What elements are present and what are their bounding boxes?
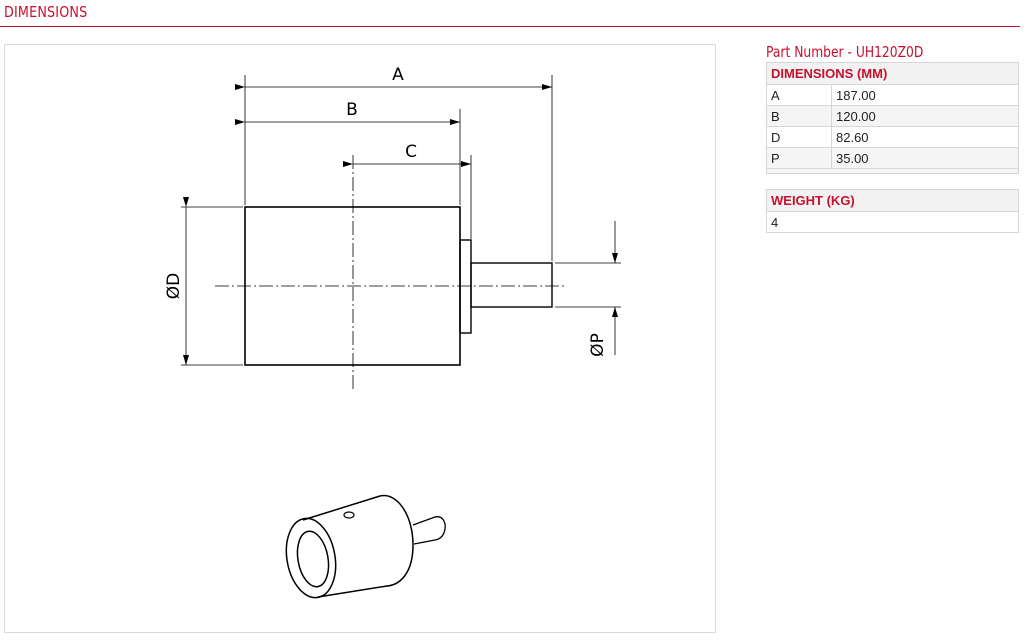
- weight-heading: WEIGHT (KG): [766, 189, 1019, 212]
- table-row: B 120.00: [766, 105, 1019, 127]
- table-row: 4: [766, 211, 1019, 233]
- label-c: C: [405, 142, 417, 162]
- shaft-outline: [470, 262, 553, 308]
- section-header: DIMENSIONS: [0, 0, 1020, 27]
- table-row: D 82.60: [766, 126, 1019, 148]
- dimension-value: 120.00: [831, 105, 1019, 127]
- dimension-key: B: [766, 105, 832, 127]
- dimension-key: D: [766, 126, 832, 148]
- dimension-value: 35.00: [831, 147, 1019, 169]
- dimension-key: P: [766, 147, 832, 169]
- flange-outline: [459, 239, 472, 334]
- weight-value: 4: [766, 211, 1019, 233]
- dimension-key: A: [766, 84, 832, 106]
- dimension-value: 187.00: [831, 84, 1019, 106]
- label-d: ØD: [164, 273, 184, 299]
- label-b: B: [346, 100, 358, 120]
- dimension-value: 82.60: [831, 126, 1019, 148]
- dimensions-table: DIMENSIONS (MM) A 187.00 B 120.00 D 82.6…: [766, 62, 1019, 174]
- technical-drawing: A B C ØD ØP: [164, 65, 621, 599]
- isometric-view: [285, 494, 446, 599]
- table-row: P 35.00: [766, 147, 1019, 169]
- technical-drawing-panel: A B C ØD ØP: [4, 44, 716, 633]
- section-title: DIMENSIONS: [4, 3, 88, 21]
- dimensions-heading: DIMENSIONS (MM): [766, 62, 1019, 85]
- table-row: A 187.00: [766, 84, 1019, 106]
- label-a: A: [392, 65, 404, 85]
- part-number: Part Number - UH120Z0D: [766, 43, 924, 61]
- weight-table: WEIGHT (KG) 4: [766, 189, 1019, 233]
- table-spacer: [766, 168, 1019, 174]
- label-p: ØP: [588, 333, 608, 357]
